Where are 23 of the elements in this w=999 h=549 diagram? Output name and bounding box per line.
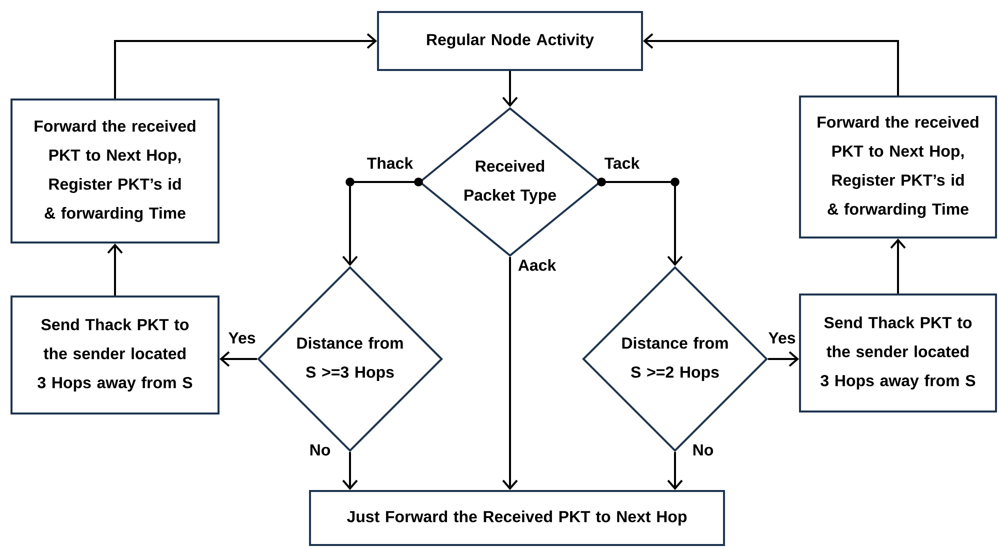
- edge-label: Yes: [766, 330, 798, 346]
- process-box: Just Forward the Received PKT to Next Hop: [309, 490, 725, 546]
- process-box: Regular Node Activity: [377, 10, 643, 71]
- arrow: [342, 178, 423, 266]
- arrow: [502, 70, 518, 108]
- arrow: [667, 452, 683, 490]
- arrow: [890, 238, 906, 294]
- arrow: [342, 452, 358, 490]
- process-box: Forward the received PKT to Next Hop, Register PKT’s id & forwarding Time: [10, 98, 220, 244]
- arrow: [220, 351, 258, 367]
- edge-label: Thack: [364, 155, 416, 171]
- arrow: [502, 256, 518, 490]
- edge-label: Tack: [602, 155, 642, 171]
- arrow: [114, 33, 378, 98]
- arrow: [768, 351, 800, 367]
- process-box: Send Thack PKT to the sender located 3 Hops away from S: [10, 295, 220, 414]
- arrow: [643, 33, 899, 96]
- edge-label: Yes: [226, 330, 258, 346]
- arrow: [597, 178, 683, 266]
- edge-label: Aack: [516, 257, 558, 273]
- process-box: Forward the received PKT to Next Hop, Register PKT’s id & forwarding Time: [799, 95, 997, 238]
- process-box: Send Thack PKT to the sender located 3 Hops away from S: [799, 293, 997, 412]
- arrow: [107, 243, 123, 296]
